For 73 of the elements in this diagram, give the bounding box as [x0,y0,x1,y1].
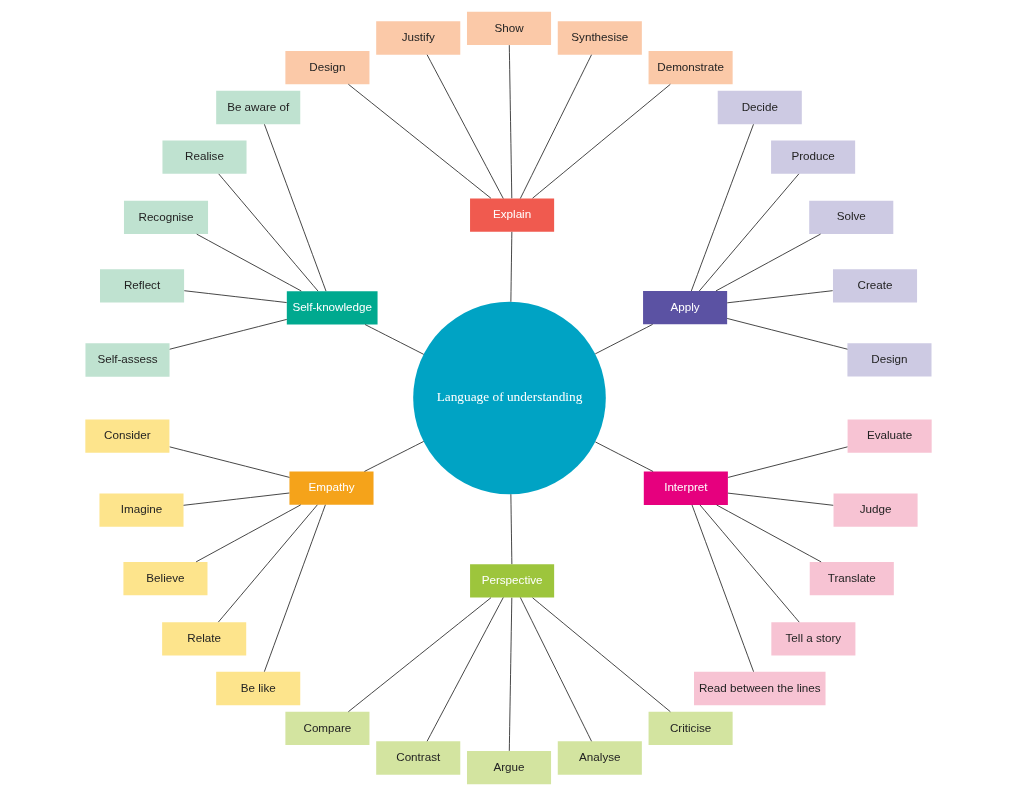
connector [594,323,654,355]
connector [195,504,302,563]
node-box: Produce [771,140,856,174]
connector [726,318,848,350]
node-box: Design [847,343,932,377]
connector [347,83,492,199]
connector [726,290,834,304]
connector [716,504,822,563]
node-box: Self-assess [85,343,170,377]
node-box: Decide [717,90,802,125]
connector [218,173,319,292]
node-box: Imagine [99,493,184,527]
connector [169,446,290,478]
node-box: Solve [809,200,894,235]
connector [426,54,504,199]
connector [690,123,754,292]
connector [347,597,492,713]
node-circle: Language of understanding [413,301,606,495]
connector [264,123,327,292]
node-box: Translate [809,561,894,596]
connector [519,54,592,199]
node-box: Perspective [470,564,555,598]
node-box: Demonstrate [648,50,733,85]
node-box: Self-knowledge [286,291,378,325]
connector [183,290,288,303]
connector [364,441,425,472]
node-box: Recognise [123,200,209,235]
node-box: Reflect [100,269,185,303]
node-box: Realise [162,140,247,174]
node-box: Create [833,269,918,303]
node-box: Analyse [557,741,642,775]
node-box: Interpret [643,471,728,505]
connector [727,446,848,478]
node-box: Explain [470,198,555,232]
connector [532,83,671,199]
node-box: Tell a story [771,622,856,656]
connector [426,597,504,742]
connector [727,492,834,506]
connector [169,318,288,350]
node-box: Argue [467,750,552,785]
node-box: Design [285,50,370,85]
node-box: Believe [123,561,208,596]
node-box: Criticise [648,711,733,746]
connector [364,324,425,355]
node-box: Evaluate [847,419,932,453]
connector [508,44,513,199]
node-box: Consider [85,419,170,453]
node-box: Show [467,11,552,46]
connector [715,233,821,292]
connector [594,441,654,472]
connector [510,493,513,565]
connector [196,233,302,292]
node-box: Read between the lines [694,671,826,706]
node-box: Justify [376,21,461,55]
node-box: Relate [162,622,247,656]
node-box: Empathy [289,471,374,505]
node-box: Synthesise [557,21,642,55]
node-box: Be like [216,671,301,706]
connector [217,504,318,623]
connector [508,597,513,752]
connector [183,492,290,506]
node-box: Judge [833,493,918,527]
connector [519,597,592,742]
node-box: Apply [643,291,728,325]
connector [263,504,326,673]
node-box: Be aware of [216,90,301,125]
connector [532,597,671,713]
node-box: Contrast [376,741,461,775]
connector [691,504,754,673]
node-box: Compare [285,711,370,746]
connector [699,504,800,623]
connector [698,173,800,292]
connector [510,231,513,303]
